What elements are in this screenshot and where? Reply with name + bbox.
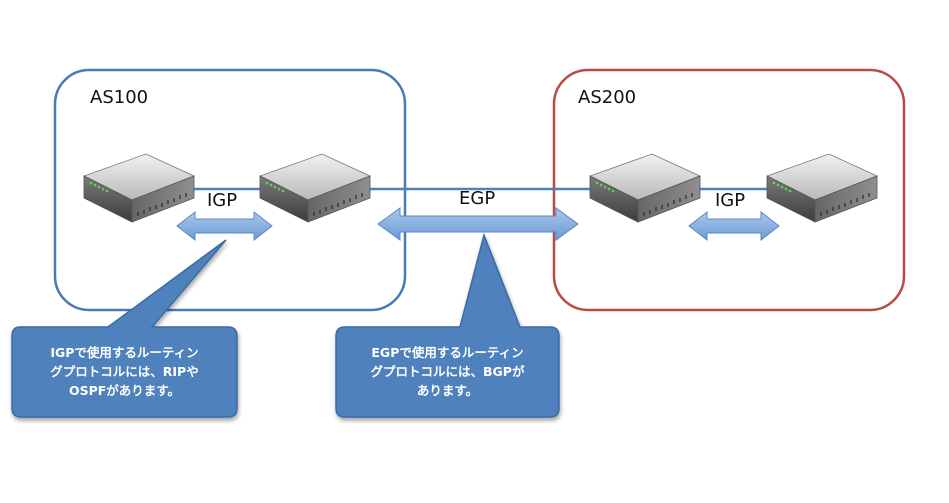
igp-callout-line: グプロトコルには、RIPや bbox=[50, 364, 199, 379]
igp-label-left: IGP bbox=[207, 190, 238, 211]
igp-callout-line: IGPで使用するルーティン bbox=[50, 345, 199, 360]
igp-label-right: IGP bbox=[715, 190, 746, 211]
igp-callout-line: OSPFがあります。 bbox=[68, 383, 181, 398]
as200-label: AS200 bbox=[578, 87, 637, 108]
igp-double-arrow-left bbox=[176, 210, 273, 242]
igp-double-arrow-right bbox=[688, 210, 780, 242]
egp-callout-text: EGPで使用するルーティン グプロトコルには、BGPが あります。 bbox=[338, 343, 557, 400]
egp-callout-line: グプロトコルには、BGPが bbox=[370, 364, 525, 379]
as100-label: AS100 bbox=[90, 87, 149, 108]
egp-callout-line: EGPで使用するルーティン bbox=[371, 345, 524, 360]
egp-label: EGP bbox=[459, 188, 496, 209]
igp-callout bbox=[11, 239, 238, 418]
egp-callout-line: あります。 bbox=[416, 383, 479, 398]
egp-double-arrow bbox=[377, 207, 579, 241]
igp-callout-text: IGPで使用するルーティン グプロトコルには、RIPや OSPFがあります。 bbox=[14, 343, 235, 400]
egp-callout bbox=[335, 232, 560, 418]
